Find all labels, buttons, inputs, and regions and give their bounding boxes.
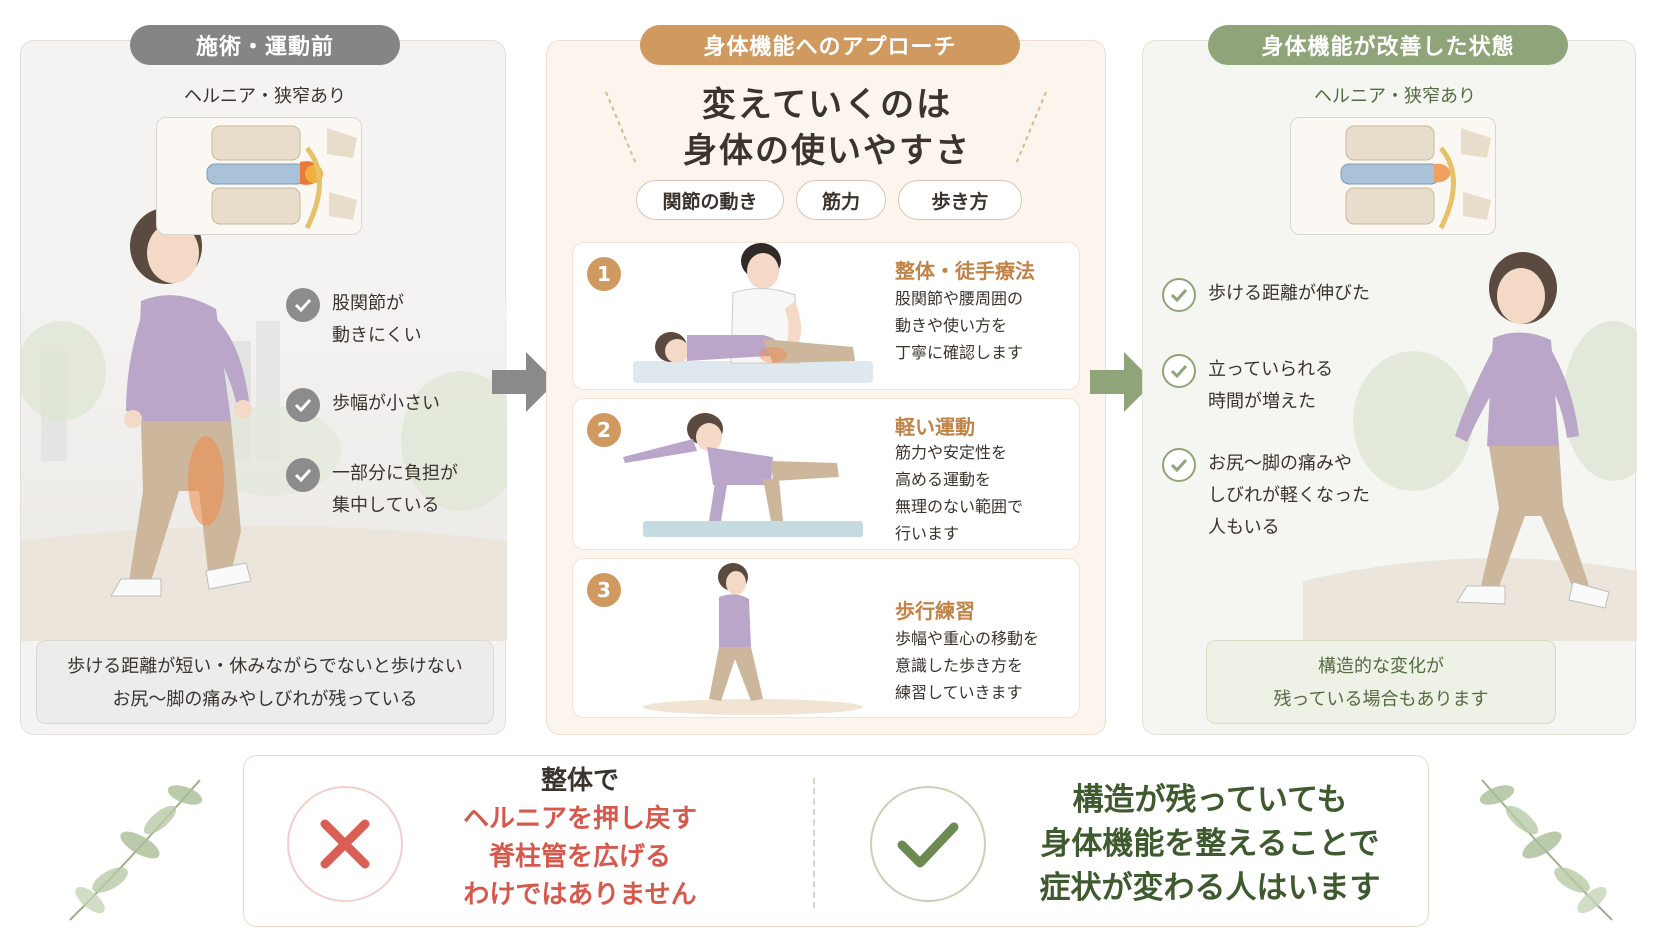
leaf-branch-icon: [1479, 779, 1613, 921]
banner-left-line4: わけではありません: [463, 880, 697, 910]
step-line: 筋力や安定性を: [895, 443, 1008, 462]
step-number: 1: [587, 257, 621, 291]
tag-walking: 歩き方: [898, 180, 1022, 220]
exercise-illustration: [623, 413, 863, 537]
step-1-card: 1 整体・徒手療法 股関節や腰周囲の 動きや使い方を 丁寧に確認します: [572, 242, 1080, 390]
check-icon: [1162, 448, 1196, 482]
check-text: 歩ける距離が伸びた: [1208, 283, 1370, 304]
step-number: 2: [587, 413, 621, 447]
step-line: 意識した歩き方を: [895, 656, 1024, 675]
right-spine-label: ヘルニア・狭窄あり: [1314, 86, 1476, 107]
manual-therapy-illustration: [633, 243, 873, 383]
after-note: 構造的な変化が 残っている場合もあります: [1206, 640, 1556, 724]
x-mark-icon: [287, 786, 403, 902]
right-check-standing: 立っていられる 時間が増えた: [1162, 354, 1333, 418]
banner-right-line2: 身体機能を整えることで: [1040, 826, 1380, 862]
after-panel: [1142, 40, 1637, 735]
after-badge: 身体機能が改善した状態: [1208, 25, 1568, 65]
check-text: 歩幅が小さい: [332, 393, 440, 414]
before-badge: 施術・運動前: [130, 25, 400, 65]
step-line: 高める運動を: [895, 470, 992, 489]
check-text: 一部分に負担が 集中している: [332, 463, 458, 516]
after-note-line1: 構造的な変化が: [1318, 656, 1444, 677]
left-check-hip: 股関節が 動きにくい: [286, 288, 422, 352]
left-spine-image: [156, 117, 362, 235]
right-check-distance: 歩ける距離が伸びた: [1162, 278, 1370, 312]
step-description: 股関節や腰周囲の 動きや使い方を 丁寧に確認します: [895, 285, 1023, 366]
before-note-line1: 歩ける距離が短い・休みながらでないと歩けない: [67, 656, 463, 677]
before-note-line2: お尻〜脚の痛みやしびれが残っている: [112, 689, 418, 710]
step-line: 歩幅や重心の移動を: [895, 629, 1040, 648]
step-line: 股関節や腰周囲の: [895, 289, 1024, 308]
check-text: 立っていられる 時間が増えた: [1208, 359, 1334, 412]
conclusion-banner: [243, 755, 1429, 927]
check-text: 股関節が 動きにくい: [332, 293, 422, 346]
leaf-branch-icon: [69, 779, 203, 921]
headline-line1: 変えていくのは: [701, 85, 953, 125]
step-line: 行います: [895, 524, 960, 543]
check-icon: [1162, 278, 1196, 312]
banner-divider: [813, 778, 815, 908]
check-icon: [286, 388, 320, 422]
arrow-right-icon: [492, 352, 556, 412]
left-check-stride: 歩幅が小さい: [286, 388, 440, 422]
walking-practice-illustration: [643, 563, 863, 715]
after-note-line2: 残っている場合もあります: [1273, 689, 1489, 710]
before-note: 歩ける距離が短い・休みながらでないと歩けない お尻〜脚の痛みやしびれが残っている: [36, 640, 494, 724]
right-check-pain: お尻〜脚の痛みや しびれが軽くなった 人もいる: [1162, 448, 1370, 544]
tag-strength: 筋力: [796, 180, 886, 220]
step-2-card: 2 軽い運動 筋力や安定性を 高める運動を 無理のない範囲で 行います: [572, 398, 1080, 550]
right-spine-image: [1290, 117, 1496, 235]
step-3-card: 3 歩行練習 歩幅や重心の移動を 意識した歩き方を 練習していきます: [572, 558, 1080, 718]
checkmark-icon: [870, 786, 986, 902]
step-title: 歩行練習: [895, 599, 975, 623]
left-spine-label: ヘルニア・狭窄あり: [184, 86, 346, 107]
approach-badge: 身体機能へのアプローチ: [640, 25, 1020, 65]
step-title: 整体・徒手療法: [895, 259, 1035, 283]
step-line: 丁寧に確認します: [895, 343, 1024, 362]
step-title: 軽い運動: [895, 415, 975, 439]
step-number: 3: [587, 573, 621, 607]
banner-right-line3: 症状が変わる人はいます: [1039, 870, 1381, 906]
check-icon: [1162, 354, 1196, 388]
headline-decoration: [605, 91, 1047, 165]
banner-right-line1: 構造が残っていても: [1072, 782, 1348, 818]
tag-joint: 関節の動き: [636, 180, 784, 220]
left-check-load: 一部分に負担が 集中している: [286, 458, 458, 522]
step-description: 歩幅や重心の移動を 意識した歩き方を 練習していきます: [895, 625, 1039, 706]
headline-line2: 身体の使いやすさ: [683, 131, 971, 171]
arrow-right-icon: [1090, 352, 1154, 412]
woman-upright-illustration: [1455, 252, 1610, 609]
banner-negative-text: 整体で ヘルニアを押し戻す 脊柱管を広げる わけではありません: [430, 762, 730, 914]
check-text: お尻〜脚の痛みや しびれが軽くなった 人もいる: [1208, 453, 1370, 538]
step-description: 筋力や安定性を 高める運動を 無理のない範囲で 行います: [895, 439, 1023, 547]
banner-left-line2: ヘルニアを押し戻す: [462, 804, 697, 834]
check-icon: [286, 458, 320, 492]
step-line: 練習していきます: [895, 683, 1023, 702]
check-icon: [286, 288, 320, 322]
banner-left-line1: 整体で: [540, 766, 619, 796]
approach-headline: 変えていくのは 身体の使いやすさ: [560, 82, 1094, 174]
banner-left-line3: 脊柱管を広げる: [488, 842, 671, 872]
step-line: 無理のない範囲で: [895, 497, 1024, 516]
woman-hunched-illustration: [110, 208, 252, 597]
step-line: 動きや使い方を: [895, 316, 1008, 335]
banner-positive-text: 構造が残っていても 身体機能を整えることで 症状が変わる人はいます: [1010, 778, 1410, 910]
